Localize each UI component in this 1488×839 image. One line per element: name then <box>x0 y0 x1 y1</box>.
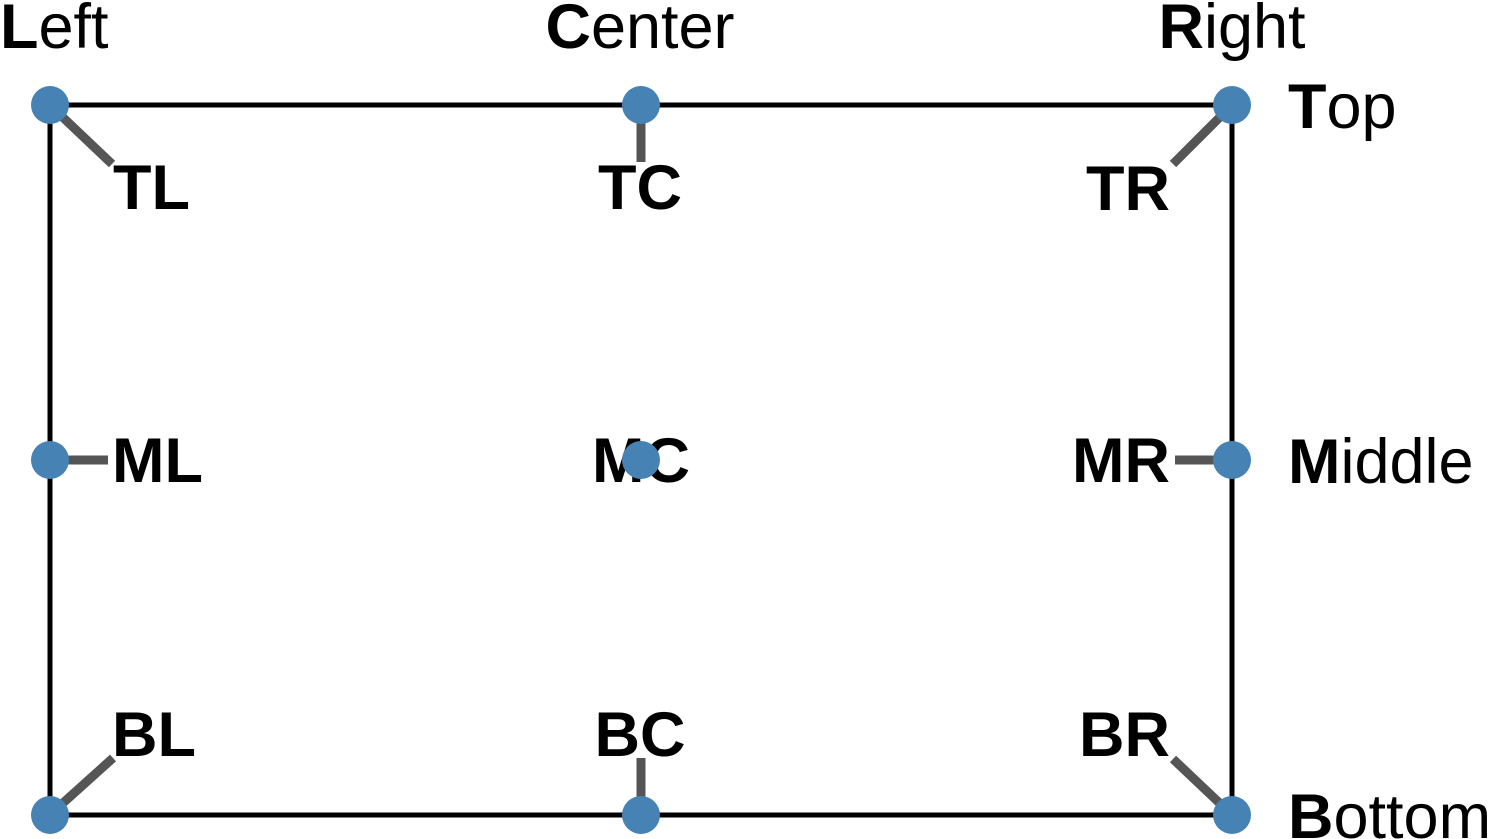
anchor-dot-ml <box>31 441 69 479</box>
row-header-middle-bold: M <box>1288 427 1340 497</box>
col-header-left: Left <box>0 0 109 62</box>
col-header-left-rest: eft <box>38 0 109 62</box>
col-header-center: Center <box>545 0 734 62</box>
anchor-label-tl: TL <box>113 153 190 223</box>
col-header-center-bold: C <box>545 0 591 62</box>
col-header-right-bold: R <box>1158 0 1204 62</box>
row-header-bottom-rest: ottom <box>1334 782 1488 839</box>
anchor-label-tr: TR <box>1086 154 1170 224</box>
anchor-dot-tr <box>1213 86 1251 124</box>
col-header-right-rest: ight <box>1204 0 1306 62</box>
anchor-label-br: BR <box>1079 700 1170 770</box>
anchor-dot-tl <box>31 86 69 124</box>
anchor-label-bl: BL <box>112 700 196 770</box>
anchor-label-ml: ML <box>112 426 203 496</box>
anchor-label-bc: BC <box>595 700 686 770</box>
anchor-dot-mc <box>622 441 660 479</box>
anchor-dot-bc <box>622 796 660 834</box>
col-header-right: Right <box>1158 0 1306 62</box>
row-header-bottom-bold: B <box>1288 782 1334 839</box>
col-header-left-bold: L <box>0 0 38 62</box>
row-header-middle: Middle <box>1288 427 1474 497</box>
anchor-dot-bl <box>31 796 69 834</box>
row-header-middle-rest: iddle <box>1340 427 1473 497</box>
anchor-label-mr: MR <box>1072 426 1170 496</box>
anchor-dot-tc <box>622 86 660 124</box>
row-header-top: Top <box>1288 72 1397 142</box>
row-header-bottom: Bottom <box>1288 782 1488 839</box>
row-header-top-rest: op <box>1326 72 1396 142</box>
anchor-dot-mr <box>1213 441 1251 479</box>
anchor-label-tc: TC <box>598 153 682 223</box>
anchor-dot-br <box>1213 796 1251 834</box>
col-header-center-rest: enter <box>591 0 735 62</box>
row-header-top-bold: T <box>1288 72 1326 142</box>
